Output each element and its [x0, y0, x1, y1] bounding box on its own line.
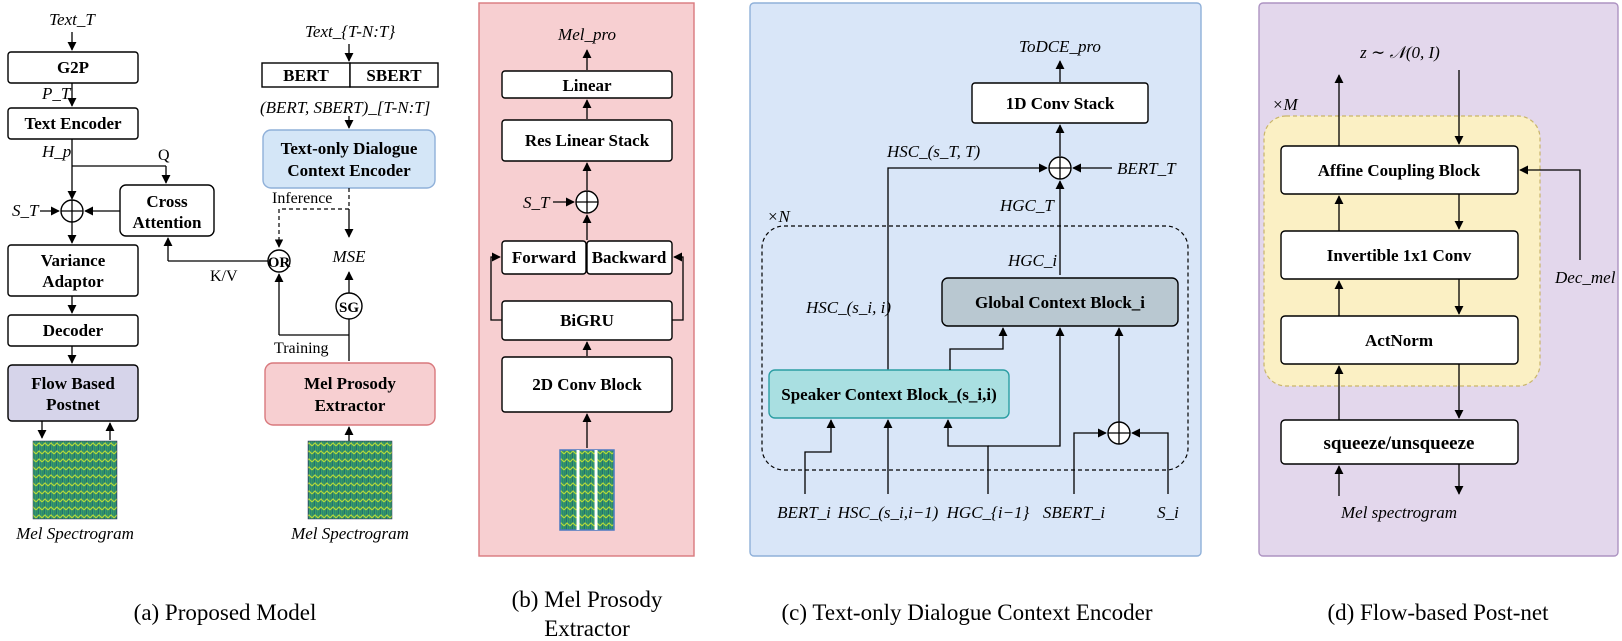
decoder-box [7, 314, 139, 347]
res-linear-label: Res Linear Stack [525, 131, 650, 150]
global-ctx-label: Global Context Block_i [975, 293, 1145, 312]
actnorm-label: ActNorm [1365, 331, 1433, 350]
text-t-label: Text_T [49, 10, 96, 29]
conv2d-box [501, 356, 673, 413]
in-sbert-label: SBERT_i [1043, 503, 1106, 522]
affine-coupling-box [1280, 145, 1519, 195]
decoder-label: Decoder [43, 321, 104, 340]
or-circle [267, 249, 291, 273]
sbert-label: SBERT [366, 66, 422, 85]
hgc-t-label: HGC_T [999, 196, 1055, 215]
in-hsc-label: HSC_(s_i,i−1) [837, 503, 939, 522]
cross-attention-line2: Attention [133, 213, 202, 232]
tdce-line1: Text-only Dialogue [281, 139, 418, 158]
res-linear-stack-box [501, 119, 673, 162]
caption-c: (c) Text-only Dialogue Context Encoder [782, 600, 1153, 625]
bert-sbert-label: (BERT, SBERT)_[T-N:T] [260, 98, 430, 117]
postnet-line2: Postnet [46, 395, 100, 414]
bert-t-label: BERT_T [1117, 159, 1177, 178]
p-t-label: P_T [41, 84, 72, 103]
mel-spectrogram-right-image [307, 440, 393, 520]
panel-a: Text_T G2P P_T Text Encoder H_p Q S_T Cr… [7, 10, 439, 625]
hsc-st-label: HSC_(s_T, T) [886, 142, 981, 161]
times-m-label: ×M [1272, 95, 1298, 114]
tdce-line2: Context Encoder [287, 161, 411, 180]
in-bert-label: BERT_i [777, 503, 831, 522]
conv1d-stack-box [971, 82, 1149, 124]
speaker-context-block [768, 369, 1010, 419]
mel-input-image-b [559, 449, 615, 531]
global-context-block [941, 277, 1179, 327]
forward-label: Forward [512, 248, 577, 267]
mse-label: MSE [331, 247, 366, 266]
hsc-si-label: HSC_(s_i, i) [805, 298, 891, 317]
variance-line1: Variance [41, 251, 106, 270]
postnet-line1: Flow Based [31, 374, 115, 393]
linear-label: Linear [562, 76, 612, 95]
s-t-label-a: S_T [12, 201, 40, 220]
hgc-i-label: HGC_i [1007, 251, 1057, 270]
dec-mel-label: Dec_mel [1554, 268, 1616, 287]
in-hgc-label: HGC_{i−1} [946, 503, 1030, 522]
caption-a: (a) Proposed Model [134, 600, 317, 625]
affine-label: Affine Coupling Block [1318, 161, 1481, 180]
or-label: OR [268, 255, 291, 271]
times-n-label: ×N [767, 207, 791, 226]
backward-box [586, 240, 673, 275]
backward-label: Backward [592, 248, 667, 267]
text-encoder-box [7, 107, 139, 140]
squeeze-label: squeeze/unsqueeze [1324, 433, 1475, 454]
flow-postnet-box [7, 364, 139, 422]
in-s-label: S_i [1157, 503, 1179, 522]
sg-label: SG [339, 300, 359, 316]
mpe-line1: Mel Prosody [304, 374, 396, 393]
q-label: Q [158, 147, 170, 164]
conv1d-label: 1D Conv Stack [1006, 94, 1115, 113]
sbert-box [349, 62, 439, 88]
z-label: z ∼ 𝒩(0, I) [1359, 43, 1440, 62]
mel-spectrogram-left-image [32, 440, 118, 520]
bert-label: BERT [283, 66, 329, 85]
kv-label: K/V [210, 268, 238, 285]
mpe-line2: Extractor [315, 396, 386, 415]
inv-conv-label: Invertible 1x1 Conv [1327, 246, 1472, 265]
cross-attention-line1: Cross [146, 192, 188, 211]
inference-label: Inference [272, 190, 332, 207]
todce-label: ToDCE_pro [1019, 37, 1101, 56]
variance-adaptor-box [7, 244, 139, 297]
squeeze-box [1280, 419, 1519, 465]
mel-spec-label: Mel spectrogram [1340, 503, 1457, 522]
linear-box [501, 70, 673, 99]
invertible-conv-box [1280, 230, 1519, 280]
text-tn-label: Text_{T-N:T} [305, 22, 395, 41]
caption-b-line2: Extractor [544, 616, 630, 641]
g2p-box [7, 51, 139, 84]
h-p-label: H_p [41, 142, 71, 161]
panel-d: z ∼ 𝒩(0, I) ×M Affine Coupling Block Dec… [1258, 2, 1619, 625]
panel-c: ToDCE_pro 1D Conv Stack HSC_(s_T, T) BER… [749, 2, 1202, 625]
s-t-label-b: S_T [523, 193, 551, 212]
variance-line2: Adaptor [42, 272, 104, 291]
actnorm-box [1280, 315, 1519, 365]
bert-box [261, 62, 351, 88]
repeat-block-dashed [761, 225, 1189, 471]
caption-d: (d) Flow-based Post-net [1327, 600, 1549, 625]
mel-right-label: Mel Spectrogram [290, 524, 409, 543]
mel-left-label: Mel Spectrogram [15, 524, 134, 543]
bigru-box [501, 300, 673, 341]
conv2d-label: 2D Conv Block [532, 375, 642, 394]
speaker-ctx-label: Speaker Context Block_(s_i,i) [781, 385, 997, 404]
bigru-label: BiGRU [560, 311, 614, 330]
mel-prosody-extractor-box [264, 362, 436, 426]
mel-pro-label: Mel_pro [557, 25, 616, 44]
panel-b: Mel_pro Linear Res Linear Stack S_T Forw… [478, 2, 695, 641]
text-encoder-label: Text Encoder [24, 114, 122, 133]
g2p-label: G2P [57, 58, 89, 77]
training-label: Training [274, 340, 329, 357]
forward-box [501, 240, 587, 275]
caption-b-line1: (b) Mel Prosody [512, 587, 663, 612]
